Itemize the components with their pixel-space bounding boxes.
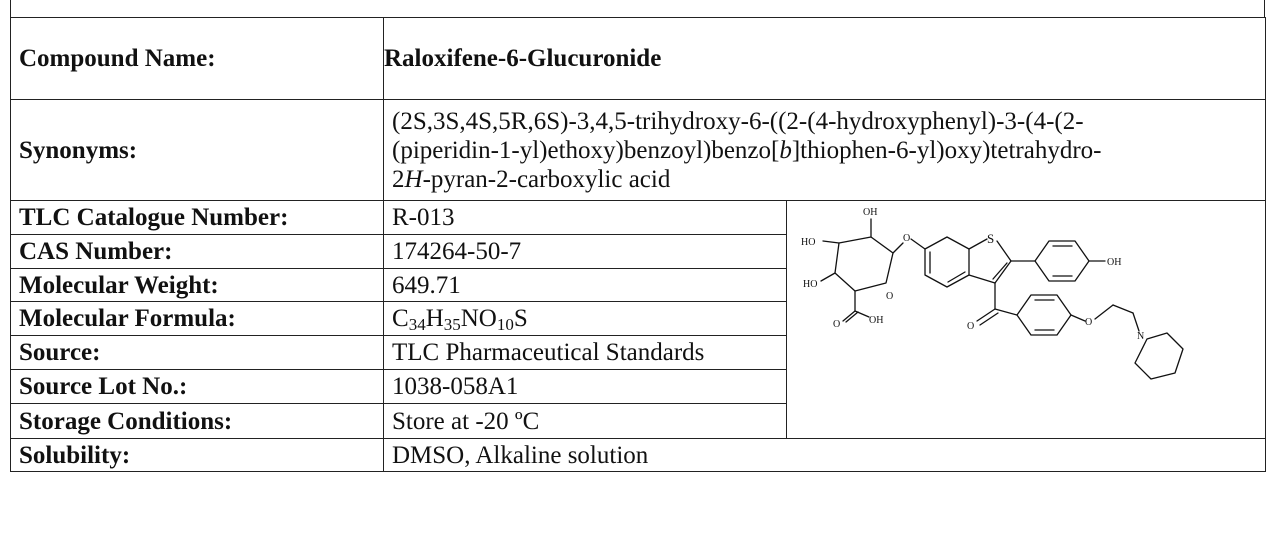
compound-name-value: Raloxifene-6-Glucuronide bbox=[383, 17, 1266, 100]
atom-oh-phenol: OH bbox=[1107, 257, 1121, 268]
synonym-line-2a: (piperidin-1-yl)ethoxy)benzoyl)benzo[ bbox=[392, 136, 780, 164]
solubility-value: DMSO, Alkaline solution bbox=[383, 438, 1266, 472]
row-storage-conditions: Storage Conditions: Store at -20 ºC bbox=[10, 403, 1266, 439]
synonyms-label: Synonyms: bbox=[10, 99, 384, 201]
row-molecular-weight: Molecular Weight: 649.71 bbox=[10, 267, 1266, 303]
formula-part: NO bbox=[460, 304, 497, 332]
row-solubility: Solubility: DMSO, Alkaline solution bbox=[10, 438, 1266, 472]
structure-cell: OH HO HO O S OH O O OH O O N bbox=[786, 200, 1266, 439]
synonym-line-3a: 2 bbox=[392, 165, 405, 193]
molecular-weight-label: Molecular Weight: bbox=[10, 267, 384, 303]
source-label: Source: bbox=[10, 334, 384, 371]
row-source-lot: Source Lot No.: 1038-058A1 bbox=[10, 369, 1266, 405]
molecular-formula-value: C34H35NO10S bbox=[383, 301, 787, 336]
storage-conditions-label: Storage Conditions: bbox=[10, 403, 384, 439]
molecular-formula-label: Molecular Formula: bbox=[10, 301, 384, 336]
row-synonyms: Synonyms: (2S,3S,4S,5R,6S)-3,4,5-trihydr… bbox=[10, 99, 1266, 201]
cas-number-value: 174264-50-7 bbox=[383, 234, 787, 269]
atom-o-ring: O bbox=[886, 291, 893, 302]
compound-name-label: Compound Name: bbox=[10, 17, 384, 100]
atom-oh-acid: OH bbox=[869, 315, 883, 326]
solubility-label: Solubility: bbox=[10, 438, 384, 472]
molecular-weight-value: 649.71 bbox=[383, 267, 787, 303]
atom-o-link: O bbox=[903, 233, 910, 244]
source-lot-value: 1038-058A1 bbox=[383, 369, 787, 405]
synonym-line-1: (2S,3S,4S,5R,6S)-3,4,5-trihydroxy-6-((2-… bbox=[392, 107, 1084, 135]
catalogue-number-label: TLC Catalogue Number: bbox=[10, 199, 384, 236]
formula-part: S bbox=[513, 304, 528, 332]
storage-conditions-value: Store at -20 ºC bbox=[383, 403, 787, 439]
atom-o-acid: O bbox=[833, 319, 840, 330]
row-source: Source: TLC Pharmaceutical Standards bbox=[10, 334, 1266, 371]
synonym-line-3b: H bbox=[404, 165, 423, 193]
atom-n: N bbox=[1137, 331, 1144, 342]
formula-subscript: 35 bbox=[443, 314, 461, 334]
atom-o-ketone: O bbox=[967, 321, 974, 332]
atom-o-ether: O bbox=[1085, 317, 1092, 328]
synonym-line-2c: ]thiophen-6-yl)oxy)tetrahydro- bbox=[791, 136, 1102, 164]
compound-spec-table: Compound Name: Raloxifene-6-Glucuronide … bbox=[10, 17, 1266, 472]
source-value: TLC Pharmaceutical Standards bbox=[383, 334, 787, 371]
atom-ho-lower: HO bbox=[803, 279, 817, 290]
atom-s: S bbox=[987, 231, 994, 246]
synonyms-value: (2S,3S,4S,5R,6S)-3,4,5-trihydroxy-6-((2-… bbox=[383, 99, 1266, 201]
catalogue-number-value: R-013 bbox=[383, 199, 787, 236]
synonym-line-3c: -pyran-2-carboxylic acid bbox=[422, 165, 671, 193]
formula-subscript: 34 bbox=[408, 314, 426, 334]
row-compound-name: Compound Name: Raloxifene-6-Glucuronide bbox=[10, 17, 1266, 100]
chemical-structure-image: OH HO HO O S OH O O OH O O N bbox=[801, 207, 1184, 380]
formula-part: H bbox=[425, 304, 444, 332]
formula-subscript: 10 bbox=[496, 314, 514, 334]
source-lot-label: Source Lot No.: bbox=[10, 369, 384, 405]
row-catalogue-number: TLC Catalogue Number: R-013 bbox=[10, 199, 1266, 439]
formula-part: C bbox=[392, 304, 409, 332]
atom-oh-top: OH bbox=[863, 207, 877, 218]
top-border bbox=[10, 0, 1265, 18]
cas-number-label: CAS Number: bbox=[10, 234, 384, 269]
synonym-line-2b: b bbox=[779, 136, 792, 164]
atom-ho-left: HO bbox=[801, 237, 815, 248]
